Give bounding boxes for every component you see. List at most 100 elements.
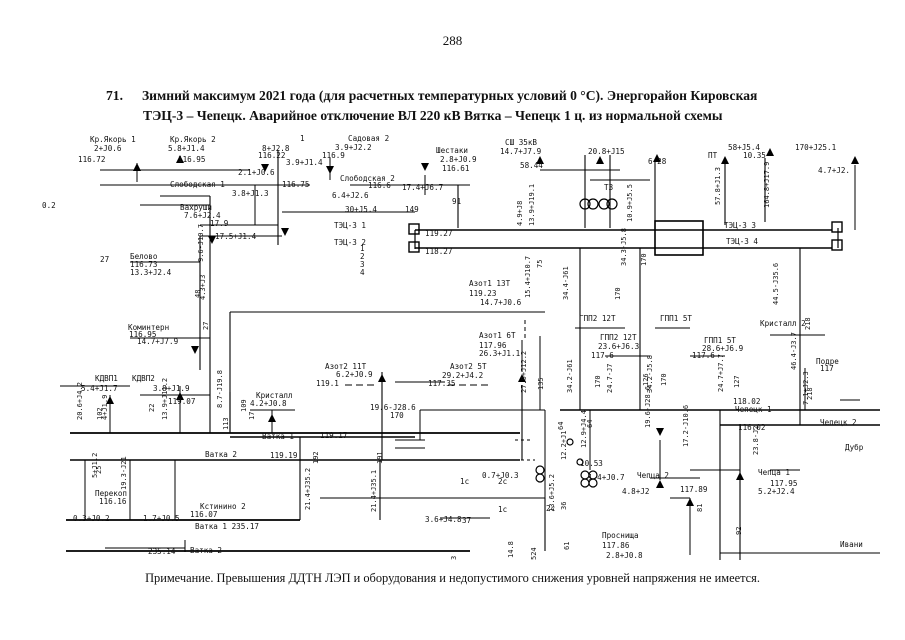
node-label: 14.7+J7.9	[137, 337, 179, 346]
flow-label: 36	[560, 502, 568, 510]
transformer-winding-icon	[588, 478, 598, 488]
node-label: 58+J5.4	[728, 143, 760, 152]
node-label: 29.2+J4.2	[442, 371, 483, 380]
flow-label: 192	[312, 451, 320, 464]
node-label: 119.17	[320, 431, 347, 440]
node-label: Слободская 2	[340, 174, 395, 183]
node-label: 6.2+J0.9	[336, 370, 373, 379]
node-label: ТЭЦ-3 3	[724, 221, 756, 230]
node-label: Чепца 1	[758, 468, 790, 477]
flow-label: 61	[563, 542, 571, 550]
flow-label: 170	[614, 287, 622, 300]
node-label: 4	[360, 268, 365, 277]
node-label: 116.95	[129, 330, 156, 339]
flow-label: 34.2-J5.8	[646, 355, 654, 393]
node-label: 116.95	[178, 155, 205, 164]
node-label: 2	[360, 252, 365, 261]
node-label: 14.7+J0.6	[480, 298, 522, 307]
node-label: 119.07	[168, 397, 195, 406]
load-arrow-icon	[656, 480, 664, 488]
node-label: 116.9	[322, 151, 345, 160]
node-label: 27	[100, 255, 109, 264]
node-label: 2.8+J0.9	[440, 155, 477, 164]
flow-label: 10.9+J5.5	[626, 184, 634, 222]
load-arrow-icon	[656, 428, 664, 436]
transformer-winding-icon	[598, 198, 610, 210]
flow-label: 92	[735, 527, 743, 535]
node-label: 117.96	[479, 341, 507, 350]
flow-label: 15.4+J10.7	[524, 256, 532, 298]
node-label: Кристалл	[256, 391, 293, 400]
node-label: 149	[405, 205, 419, 214]
node-label: 3	[360, 260, 365, 269]
flow-label: 170	[594, 375, 602, 388]
node-label: 116.6	[368, 181, 391, 190]
node-label: 118.02	[733, 397, 760, 406]
node-label: 170	[390, 411, 404, 420]
flow-label: 27	[202, 322, 210, 330]
node-label: 28.6+J6.9	[702, 344, 744, 353]
node-label: 19.6-J28.6	[370, 403, 416, 412]
node-label: Чепецк 2	[820, 418, 857, 427]
flow-label: 34.2-J61	[566, 359, 574, 393]
load-arrow-icon	[736, 472, 744, 480]
switch-icon	[576, 458, 584, 466]
node-label: 20.8+J15	[588, 147, 625, 156]
load-arrow-icon	[421, 163, 429, 171]
node-label: 13.3+J2.4	[130, 268, 172, 277]
node-label: 3.8+J1.3	[232, 189, 269, 198]
node-label: 1с	[460, 477, 469, 486]
node-label: ГПП1 5Т	[704, 336, 736, 345]
flow-label: 75	[536, 260, 544, 268]
busbar-box	[654, 220, 704, 256]
node-label: 4.7+J2.	[818, 166, 850, 175]
busbar-box	[831, 221, 843, 233]
load-arrow-icon	[133, 163, 141, 171]
flow-label: 8.7-J19.8	[216, 370, 224, 408]
flow-label: 13.6+J5.2	[548, 474, 556, 512]
flow-label: 13.9+J11.2	[161, 378, 169, 420]
node-label: Азот1 13Т	[469, 279, 511, 288]
node-label: 117.86	[602, 541, 630, 550]
flow-label: 24.7+J7.7	[717, 354, 725, 392]
flow-label: 25	[95, 466, 103, 474]
busbar-box	[408, 241, 420, 253]
load-arrow-icon	[378, 374, 386, 382]
flow-label: 102	[96, 407, 104, 420]
node-label: 119.27	[425, 229, 452, 238]
flow-label: 21.4+J35.1	[370, 470, 378, 512]
node-label: 58.44	[520, 161, 543, 170]
node-label: ТЭЦ-3 2	[334, 238, 366, 247]
node-label: Шестаки	[436, 146, 468, 155]
node-label: 235.14	[148, 547, 176, 556]
flow-label: 44.5-J35.6	[772, 263, 780, 305]
flow-label: 19.6-J28.6	[644, 386, 652, 428]
node-label: Азот1 6Т	[479, 331, 516, 340]
flow-label: 48	[194, 290, 202, 298]
node-label: Проснища	[602, 531, 639, 540]
load-arrow-icon	[536, 156, 544, 164]
flow-label: 7.1+J2.3	[802, 371, 810, 405]
switch-icon	[566, 438, 574, 446]
load-arrow-icon	[208, 236, 216, 244]
node-label: 2.1+J0.6	[238, 168, 275, 177]
node-label: Белово	[130, 252, 158, 261]
flow-label: 22	[148, 404, 156, 412]
node-label: 116.16	[99, 497, 127, 506]
node-label: 116.61	[442, 164, 470, 173]
flow-label: 27.9+J12.2	[520, 351, 528, 393]
flow-label: 19.3-J21	[120, 456, 128, 490]
node-label: 2+J0.6	[94, 144, 122, 153]
flow-label: 17.2-J10.6	[682, 405, 690, 447]
load-arrow-icon	[268, 414, 276, 422]
node-label: 10.53	[580, 459, 603, 468]
flow-label: 4+J1.9	[101, 395, 109, 420]
flow-label: 64	[586, 420, 594, 428]
node-label: ТЭЦ-3 1	[334, 221, 366, 230]
node-label: 119.23	[469, 289, 496, 298]
flow-label: 127	[733, 375, 741, 388]
node-label: 117.6	[591, 351, 614, 360]
node-label: 3.9+J1.4	[286, 158, 323, 167]
node-label: ПТ	[708, 151, 718, 160]
